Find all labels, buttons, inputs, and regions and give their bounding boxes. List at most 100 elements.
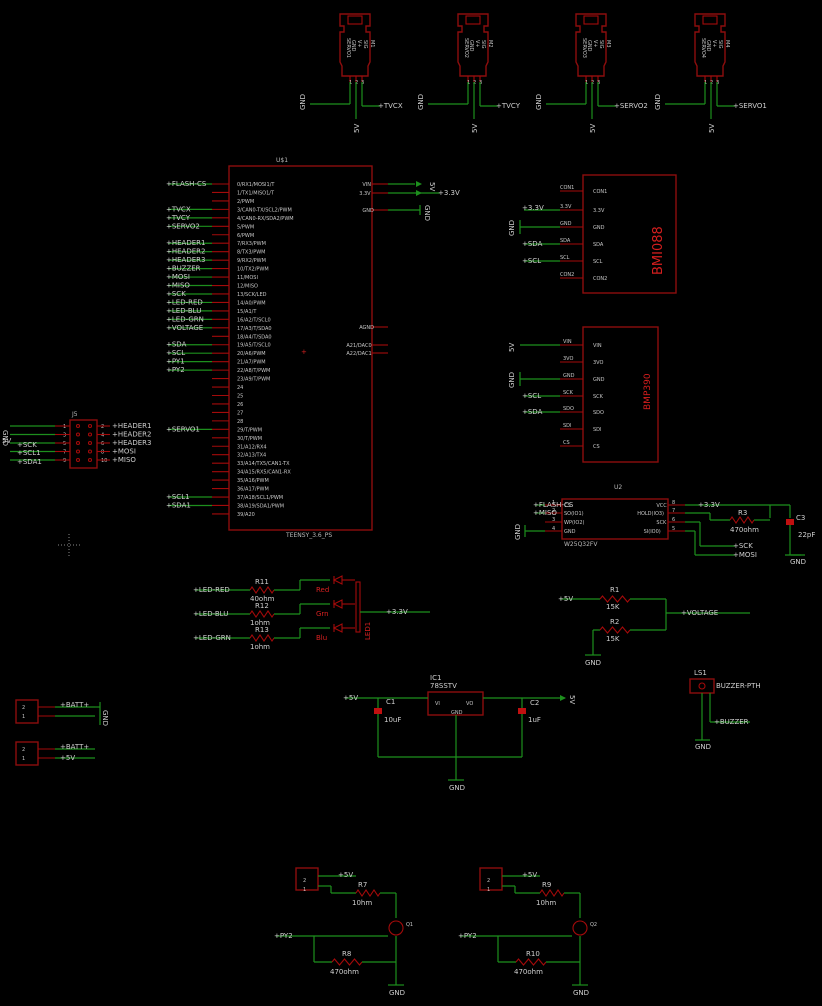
- teensy-pin-label: 12/MISO: [237, 284, 258, 290]
- header-pin: [75, 449, 81, 454]
- teensy-pin-label: 23/A9/T/PWM: [237, 377, 270, 383]
- c3-value: 22pF: [798, 531, 815, 539]
- led-resistor-value: 1ohm: [250, 619, 270, 627]
- flash-3v3-label: +3.3V: [698, 501, 720, 509]
- servo-pin-label: GND: [586, 40, 592, 52]
- teensy-pin-label: 0/RX1/MOSI1/T: [237, 182, 275, 188]
- battery-gnd-label: GND: [101, 710, 109, 726]
- j5-pin-number: 8: [101, 450, 104, 456]
- c2-capacitor: [518, 708, 526, 714]
- led-color-label: Grn: [316, 610, 329, 618]
- power-arrow: [560, 695, 566, 701]
- pyro-top-resistor: [539, 889, 565, 897]
- led-resistor-value: 1ohm: [250, 643, 270, 651]
- j5-right-net-label: +HEADER1: [112, 422, 151, 430]
- header-pin: [87, 440, 93, 446]
- bmp-pin-label: VIN: [593, 343, 602, 349]
- r1-value: 15K: [606, 603, 620, 611]
- bmp-sda-label: +SDA: [522, 408, 543, 416]
- teensy-pin-label: GND: [362, 208, 374, 214]
- flash-pin-number: 7: [672, 508, 675, 514]
- j5-right-net-label: +MISO: [112, 456, 136, 464]
- teensy-gnd-label: GND: [423, 205, 431, 221]
- r3-value: 470ohm: [730, 526, 759, 534]
- flash-pin-number: 8: [672, 500, 675, 506]
- header-pin: [75, 423, 81, 429]
- led-resistor: [249, 610, 275, 618]
- servo-name: SERVO2: [463, 38, 469, 58]
- led-resistor-ref: R13: [255, 626, 269, 634]
- pyro-top-value: 10hm: [352, 899, 372, 907]
- teensy-pin-label: 36/A17/PWM: [237, 487, 269, 493]
- led-resistor-ref: R11: [255, 578, 269, 586]
- teensy-net-label: +SERVO1: [166, 425, 200, 433]
- pyro-pin-number: 1: [487, 887, 490, 893]
- teensy-net-label: +BUZZER: [166, 265, 201, 273]
- pyro-mosfet-ref: Q1: [406, 922, 413, 928]
- header-pin: [87, 457, 93, 463]
- teensy-pin-label: 31/A12/RX4: [237, 444, 267, 450]
- servo-outline: [694, 13, 726, 77]
- teensy-module[interactable]: U$1 TEENSY_3.6_PS 0/RX1/MOSI1/T1/TX1/MIS…: [166, 157, 460, 539]
- servo-5v-label: 5V: [353, 124, 361, 133]
- battery-pin-number: 1: [22, 714, 25, 720]
- c1-value: 10uF: [384, 716, 401, 724]
- teensy-pin-label: 8/TX3/PWM: [237, 250, 265, 256]
- divider-out-label: +VOLTAGE: [681, 609, 718, 617]
- buzzer-part: BUZZER-PTH: [716, 682, 761, 690]
- battery-connectors[interactable]: 21+BATT+21+BATT+GND+5V: [15, 699, 109, 766]
- r2-resistor: [599, 626, 631, 634]
- led1-ref: LED1: [364, 622, 372, 640]
- buzzer-ref: LS1: [694, 669, 707, 677]
- teensy-pin-label: 24: [237, 385, 243, 391]
- teensy-net-label: +SCL1: [166, 493, 190, 501]
- flash-pin-label: VCC: [656, 503, 667, 509]
- flash-pin-number: 6: [672, 517, 675, 523]
- servo-pin-label: SIG: [717, 40, 723, 49]
- teensy-net-label: +SCK: [166, 290, 186, 298]
- bmp390-name: BMP390: [643, 373, 653, 410]
- flash-pin-number: 1: [552, 500, 555, 506]
- led-resistor-ref: R12: [255, 602, 269, 610]
- bmi088-module[interactable]: BMI088 CON1CON13.3V3.3VGNDGNDSDASDASCLSC…: [508, 174, 677, 294]
- servo-gnd-label: GND: [654, 94, 662, 110]
- j5-right-net-label: +HEADER2: [112, 431, 151, 439]
- servo-label: M3: [605, 40, 611, 48]
- bmp-pin-label: SDO: [593, 410, 604, 416]
- teensy-pin-label: 19/A5/T/SCL0: [237, 343, 271, 349]
- j5-pin-number: 3: [63, 433, 66, 439]
- pyro-bot-ref: R8: [342, 950, 351, 958]
- led-resistor: [249, 586, 275, 594]
- bmp-pin-label: CS: [593, 444, 600, 450]
- teensy-pin-label: 34/A15/RX5/CAN1-RX: [237, 470, 291, 476]
- pyro-pin-number: 2: [303, 878, 306, 884]
- header-pin: [87, 423, 93, 429]
- battery-pin-number: 2: [22, 705, 25, 711]
- led-block[interactable]: +LED-REDR1140ohmRed+LED-BLUR121ohmGrn+LE…: [193, 575, 430, 651]
- pyro-connector: [295, 867, 319, 891]
- pyro-mosfet: [572, 920, 588, 936]
- teensy-pin-label: 3/CAN0-TX/SCL2/PWM: [237, 207, 292, 213]
- bmp390-module[interactable]: BMP390 VINVIN3VO3VOGNDGNDSCKSCKSDOSDOSDI…: [508, 326, 659, 463]
- servo-label: M4: [724, 40, 730, 48]
- bmi088-name: BMI088: [651, 226, 666, 275]
- pyro-channels[interactable]: 21+5VR710hmQ1+PY2R8470ohmGND21+5VR910hmQ…: [274, 867, 597, 997]
- pyro-gnd-label: GND: [389, 989, 405, 997]
- battery-pin-number: 2: [22, 747, 25, 753]
- flash-pin-label: SI(IO0): [644, 529, 661, 535]
- regulator-pin-gnd: GND: [451, 710, 463, 716]
- servo-pin-label: GND: [468, 40, 474, 52]
- teensy-pin-label: 7/RX3/PWM: [237, 241, 266, 247]
- servo-signal-label: +TVCX: [378, 102, 403, 110]
- servo-pin-label: V+: [592, 40, 598, 48]
